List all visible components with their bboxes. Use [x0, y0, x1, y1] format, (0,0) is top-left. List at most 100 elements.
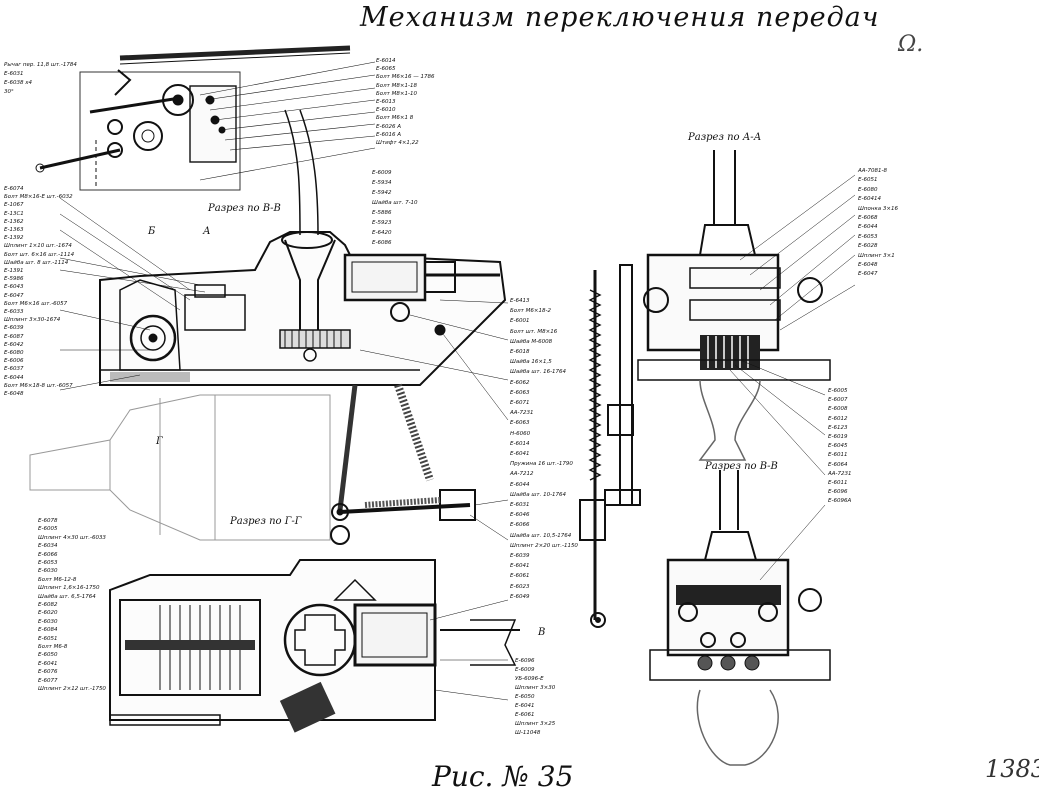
part-label: Е-6413	[510, 298, 530, 304]
top-lever-assembly	[35, 45, 351, 191]
section-label-v-v: Разрез по В-В	[705, 461, 778, 472]
part-label: Е-6033	[4, 309, 24, 315]
part-label: Е-6049	[510, 593, 530, 600]
part-label: Е-6023	[510, 583, 530, 590]
part-label: АА-7081-8	[858, 168, 887, 174]
part-label: Е-6026 А	[376, 123, 401, 130]
part-label: Е-6028	[858, 243, 878, 250]
part-label: Е-6065	[376, 66, 396, 73]
part-label: Е-6013	[376, 99, 396, 105]
left-leader-lines	[59, 197, 206, 391]
part-label: 30°	[4, 89, 14, 95]
cut-mark-g: Г	[156, 436, 163, 447]
part-label: Шплинт 3×30-1674	[4, 317, 61, 324]
part-label: Е-6062	[510, 379, 530, 386]
part-label: Болт М6×18-2	[510, 308, 551, 315]
part-label: Е-6011	[828, 480, 848, 486]
part-label: Е-6014	[510, 440, 530, 447]
part-label: Рычаг пер. 11,8 шт.-1784	[4, 62, 77, 68]
part-label: Е-6096	[828, 489, 848, 496]
part-label: Шайба шт. 10,5-1764	[510, 532, 572, 539]
section-g-g	[109, 559, 520, 733]
part-label: Болт шт. 6×16 шт.-1114	[4, 251, 75, 258]
part-label: Е-6041	[38, 660, 58, 667]
section-b-b-housing	[99, 109, 507, 386]
part-label: Е-5942	[372, 190, 392, 196]
center-linkage	[330, 383, 476, 545]
part-label: Е-6041	[515, 703, 535, 709]
part-label: Шайба М-6008	[510, 338, 553, 345]
part-label: Е-5986	[4, 276, 24, 283]
part-label: Болт М6-12-8	[38, 576, 77, 583]
part-label: Е-6030	[38, 568, 58, 575]
part-label: Е-6045	[828, 443, 848, 450]
part-label: Е-6007	[828, 397, 848, 404]
part-label: Е-6051	[858, 177, 878, 184]
part-label: Шплинт 2×12 шт.-1750	[38, 686, 106, 692]
part-label: Е-6061	[515, 712, 535, 718]
part-label: Е-6044	[4, 374, 24, 381]
right-leader-lines	[729, 174, 856, 581]
part-label: Е-6016 А	[376, 131, 401, 138]
part-label: АА-7231	[510, 410, 534, 417]
part-label: Шплинт 1×10 шт.-1674	[4, 243, 72, 250]
part-label: Е-6051	[38, 635, 58, 642]
corner-mark: Ω.	[898, 32, 924, 57]
part-label: Е-6005	[38, 526, 58, 533]
part-label: Е-6031	[510, 502, 530, 508]
part-label: Шпонка 3×16	[858, 205, 898, 212]
figure-caption: Рис. № 35	[432, 760, 574, 793]
part-label: Болт М8×1-18	[376, 82, 417, 89]
part-label: Ш-11048	[515, 730, 541, 736]
part-label: Е-6005	[828, 388, 848, 394]
part-label: Е-6048	[4, 391, 24, 397]
part-label: Е-6068	[858, 215, 878, 221]
part-label: Болт М6×16 — 1786	[376, 74, 435, 81]
part-label: Е-6076	[38, 669, 58, 676]
part-label: Е-6020	[38, 610, 58, 617]
part-label: АА-7231	[828, 470, 852, 477]
section-label-b-b: Разрез по В-В	[208, 203, 281, 214]
part-label: Е-6037	[4, 366, 24, 373]
part-label: Шайба 16×1,5	[510, 359, 552, 366]
part-label: Болт шт. М8×16	[510, 328, 558, 335]
part-label: Е-6050	[38, 652, 58, 659]
part-label: Е-6077	[38, 677, 58, 684]
part-label: Пружина 16 шт.-1790	[510, 461, 573, 468]
part-label: Е-6009	[515, 667, 535, 673]
part-label: Е-6123	[828, 424, 848, 431]
part-label: Е-6041	[510, 563, 530, 570]
part-label: Е-6018	[510, 349, 530, 355]
part-label: Шплинт 3×1	[858, 252, 895, 259]
part-label: Е-5886	[372, 210, 392, 216]
part-label: Е-1067	[4, 202, 24, 209]
spring-rod	[579, 264, 641, 628]
part-label: Е-5934	[372, 180, 392, 186]
part-label: Е-6061	[510, 573, 530, 580]
part-label: Е-6047	[4, 292, 24, 299]
part-label: Е-6041	[510, 451, 530, 457]
part-label: Е-6087	[4, 333, 24, 340]
part-label: Е-6063	[510, 389, 530, 396]
cut-mark-a: А	[203, 226, 211, 237]
part-label: Е-6006	[4, 358, 24, 365]
part-label: Е-6034	[38, 543, 58, 550]
part-label: Е-6050	[515, 694, 535, 700]
part-label: Е-6038 х4	[4, 80, 32, 86]
part-label: Е-6080	[4, 350, 24, 356]
part-label: Е-6044	[510, 481, 530, 488]
part-label: Шплинт 1,6×16-1750	[38, 585, 100, 592]
part-label: Шайба шт. 16-1764	[510, 369, 567, 376]
part-label: Е-60414	[858, 196, 881, 203]
part-label: Е-6047	[858, 271, 878, 278]
part-label: Е-6043	[4, 284, 24, 291]
part-label: Е-6096	[515, 658, 535, 664]
part-label: Е-6008	[828, 406, 848, 413]
part-label: Болт М6×1 8	[376, 115, 414, 122]
part-label: Е-6053	[858, 233, 878, 240]
page-number: 1383	[985, 755, 1039, 783]
part-label: Шплинт 4×30 шт.-6033	[38, 534, 106, 541]
part-label: Болт М6-8	[38, 644, 68, 650]
part-label: Е-6071	[510, 400, 530, 406]
